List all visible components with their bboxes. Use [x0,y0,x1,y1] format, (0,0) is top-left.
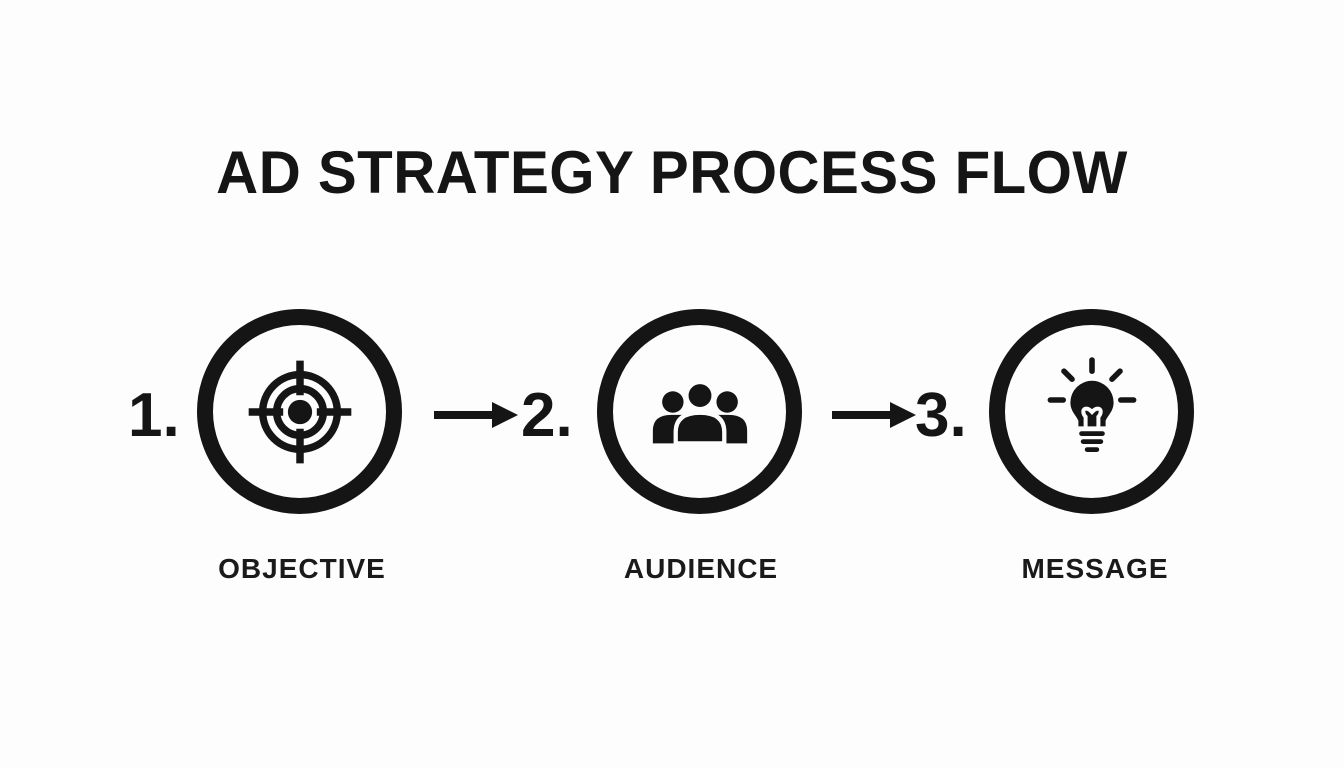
audience-icon [650,379,750,445]
step-2-number: 2. [521,381,573,450]
step-2-circle [597,309,802,514]
target-icon [244,356,356,468]
step-2-label: AUDIENCE [623,553,779,584]
lightbulb-icon [1044,356,1140,468]
step-1-number: 1. [128,381,180,450]
step-3-label: MESSAGE [1021,553,1169,584]
step-3-number: 3. [915,381,967,450]
arrow-right-icon [832,400,916,430]
page-title: AD STRATEGY PROCESS FLOW [216,139,1128,206]
step-1-label: OBJECTIVE [218,553,386,584]
arrow-right-icon [434,400,518,430]
step-3-circle [989,309,1194,514]
step-1-circle [197,309,402,514]
